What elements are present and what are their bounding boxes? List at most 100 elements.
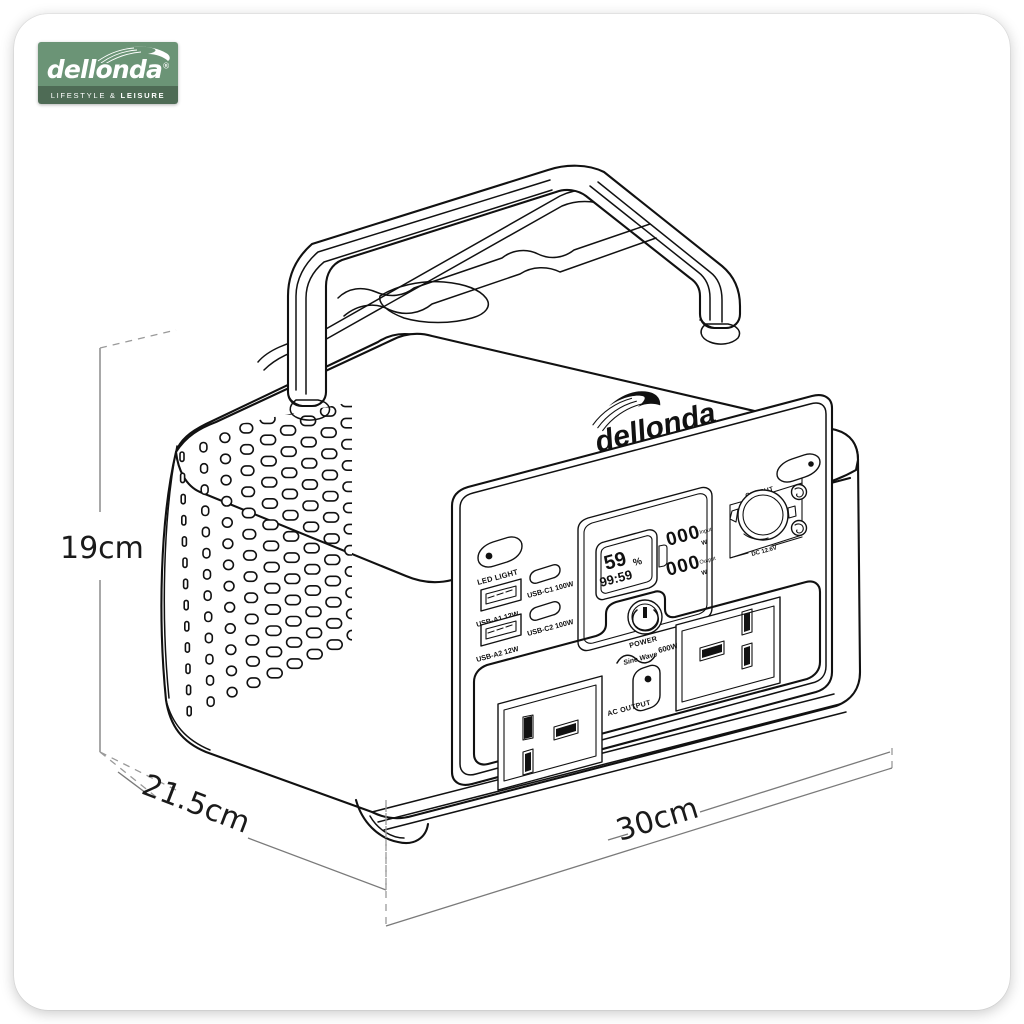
uk-socket-right[interactable] xyxy=(675,596,781,712)
usb-a1-port[interactable] xyxy=(480,578,522,612)
uk-socket-left[interactable] xyxy=(497,675,603,791)
width-dim-line-main xyxy=(385,767,893,927)
vent-slot xyxy=(305,627,323,639)
carry-handle xyxy=(257,164,742,408)
vent-slot xyxy=(181,535,188,547)
vent-slot xyxy=(219,453,232,465)
usb-a2-port[interactable] xyxy=(480,613,522,647)
depth-dim-label: 21.5cm xyxy=(137,768,255,841)
depth-dim-line-2 xyxy=(247,837,387,891)
vent-slot xyxy=(184,641,191,653)
dc-port-1[interactable] xyxy=(790,483,808,501)
control-panel: 59 % 99:59 000 Input W 000 Output W xyxy=(450,394,834,791)
vent-slot xyxy=(319,405,337,417)
logo-wordmark-text: dellonda xyxy=(46,55,163,84)
logo-swoosh-icon xyxy=(97,46,170,63)
vent-slot xyxy=(345,587,352,599)
vent-slot xyxy=(283,573,301,585)
vent-slot xyxy=(321,469,339,481)
width-dim-tick-a xyxy=(607,833,629,841)
led-light-button[interactable] xyxy=(477,536,523,568)
vent-slot xyxy=(343,523,352,535)
vent-slot xyxy=(265,646,283,658)
vent-slot xyxy=(239,422,254,434)
vent-slot xyxy=(284,594,302,606)
vent-slot xyxy=(225,644,237,656)
vent-slot xyxy=(265,625,282,637)
logo-registered-mark: ® xyxy=(162,61,170,71)
vent-slot xyxy=(204,611,213,623)
vent-slot xyxy=(342,481,352,493)
vent-slot xyxy=(306,648,324,660)
vent-slot xyxy=(283,552,301,564)
vent-slot xyxy=(282,509,299,521)
ac-output-button[interactable] xyxy=(632,664,661,712)
vent-slot xyxy=(280,467,298,479)
vent-slot xyxy=(323,533,341,545)
vent-slot xyxy=(340,417,352,429)
vent-slot xyxy=(224,622,236,634)
usb-c1-port[interactable] xyxy=(529,564,561,584)
vent-slot xyxy=(205,674,215,686)
vent-slot xyxy=(343,544,352,556)
vent-slot xyxy=(226,686,238,698)
vent-slot xyxy=(185,663,191,675)
vent-slot xyxy=(262,540,280,552)
vent-slot xyxy=(299,415,317,427)
vent-slot xyxy=(199,462,209,474)
vent-slot xyxy=(322,490,339,502)
vent-slot xyxy=(186,705,192,717)
vent-slot xyxy=(181,514,187,526)
vent-slot xyxy=(342,502,352,514)
vent-slot xyxy=(303,542,321,554)
vent-slot xyxy=(179,472,186,484)
vent-slot xyxy=(282,530,300,542)
power-button[interactable] xyxy=(627,599,663,635)
vent-slot xyxy=(245,655,261,667)
vent-slot xyxy=(245,634,260,646)
vent-grille xyxy=(179,402,352,717)
vent-slot xyxy=(201,505,210,517)
vent-slot xyxy=(266,667,284,679)
vent-slot xyxy=(346,629,352,641)
vent-slot xyxy=(180,493,186,505)
vent-slot xyxy=(285,636,303,648)
vent-slot xyxy=(221,495,233,507)
handle-mount xyxy=(289,323,741,421)
vent-slot xyxy=(219,432,231,444)
vent-slot xyxy=(200,484,209,496)
height-ext-top xyxy=(99,329,177,349)
dc-main-port[interactable] xyxy=(729,489,797,541)
usb-c2-port[interactable] xyxy=(529,601,561,621)
vent-slot xyxy=(202,547,211,559)
vent-slot xyxy=(222,538,234,550)
logo-wordmark: dellonda® xyxy=(38,55,178,84)
input-label: Input xyxy=(699,527,713,536)
vent-slot xyxy=(279,424,297,436)
logo-tagline-light: LIFESTYLE & xyxy=(50,90,121,100)
input-unit: W xyxy=(701,540,708,547)
vent-slot xyxy=(345,608,352,620)
logo-tagline-strip: LIFESTYLE & LEISURE xyxy=(38,86,178,104)
vent-slot xyxy=(325,596,342,608)
vent-slot xyxy=(204,632,214,644)
vent-slot xyxy=(182,557,188,569)
width-dim-line-2 xyxy=(699,751,891,813)
vent-slot xyxy=(322,511,340,523)
vent-slot xyxy=(260,455,278,467)
output-unit: W xyxy=(701,570,708,577)
vent-slot xyxy=(182,578,189,590)
vent-slot xyxy=(243,571,258,583)
vent-slot xyxy=(201,526,211,538)
vent-slot xyxy=(185,684,192,696)
vent-slot xyxy=(221,516,233,528)
lcd-display-module: 59 % 99:59 000 Input W 000 Output W xyxy=(577,486,717,652)
vent-slot xyxy=(281,488,299,500)
vent-slot xyxy=(344,565,352,577)
vent-slot xyxy=(302,500,319,512)
vent-slot xyxy=(286,658,304,670)
dc-port-2[interactable] xyxy=(790,519,808,537)
vent-slot xyxy=(244,592,259,604)
